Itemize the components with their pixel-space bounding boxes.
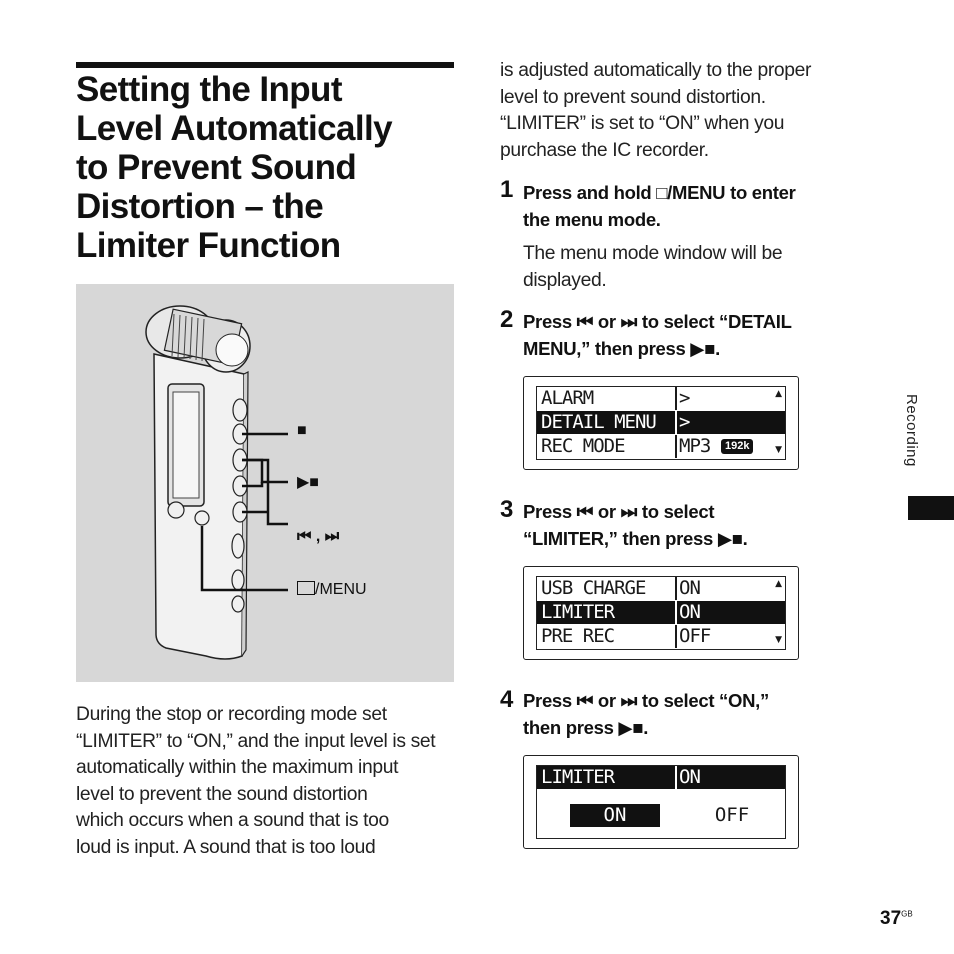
step-instruction: Press and hold □/MENU to enter the menu … [523, 179, 873, 233]
step-instruction: Press ⏮ or ⏭ to select “DETAIL MENU,” th… [523, 308, 873, 362]
step-instruction: Press ⏮ or ⏭ to select “ON,” then press … [523, 687, 873, 741]
lcd-row-selected: DETAIL MENU > [537, 411, 785, 434]
lcd-screen-detail-menu: ALARM > ▲ DETAIL MENU > REC MODE MP3 192… [523, 376, 799, 470]
skip-buttons-callout: ⏮ , ⏭ [297, 528, 340, 545]
lcd-item-value: OFF [679, 625, 711, 647]
lcd-option-off: OFF [687, 804, 777, 827]
page-number-suffix: GB [901, 909, 913, 919]
play-stop-button-callout: ▶■ [297, 474, 319, 491]
step-line: the menu mode. [523, 209, 661, 230]
lcd-header-value: ON [679, 766, 701, 788]
title-line: Setting the Input [76, 70, 342, 109]
step-line: Press and hold □/MENU to enter [523, 182, 796, 203]
step-desc-line: The menu mode window will be [523, 243, 783, 264]
step-number: 1 [500, 176, 514, 203]
lcd-item-value: MP3 [679, 435, 711, 457]
lcd-inner: USB CHARGE ON ▲ LIMITER ON PRE REC OFF ▼ [536, 576, 786, 650]
lcd-separator [675, 435, 677, 458]
stop-button-callout: ■ [297, 422, 307, 439]
step-number: 2 [500, 306, 514, 333]
lcd-row: USB CHARGE ON ▲ [537, 577, 785, 600]
body-line: “LIMITER” to “ON,” and the input level i… [76, 730, 436, 752]
step-line: Press ⏮ or ⏭ to select “DETAIL [523, 311, 792, 332]
lcd-item-value: > [679, 411, 690, 433]
title-line: to Prevent Sound [76, 148, 357, 187]
lcd-header-label: LIMITER [541, 766, 615, 788]
lcd-inner: ALARM > ▲ DETAIL MENU > REC MODE MP3 192… [536, 386, 786, 460]
body-text-left: During the stop or recording mode set “L… [76, 702, 461, 862]
scroll-down-icon: ▼ [775, 445, 782, 455]
step-number: 4 [500, 686, 514, 713]
body-text-right: is adjusted automatically to the proper … [500, 58, 880, 164]
lcd-item-label: DETAIL MENU [541, 411, 657, 433]
lcd-separator [675, 411, 677, 434]
title-line: Level Automatically [76, 109, 393, 148]
lcd-separator [675, 577, 677, 600]
body-line: automatically within the maximum input [76, 757, 399, 779]
page-number: 37GB [880, 908, 913, 930]
title-line: Distortion – the [76, 187, 324, 226]
step-instruction: Press ⏮ or ⏭ to select “LIMITER,” then p… [523, 498, 873, 552]
menu-button-callout: /MENU [297, 581, 367, 599]
lcd-item-label: ALARM [541, 387, 594, 409]
lcd-inner: LIMITER ON ON OFF [536, 765, 786, 839]
step-desc-line: displayed. [523, 270, 607, 291]
scroll-down-icon: ▼ [775, 635, 782, 645]
title-rule [76, 62, 454, 68]
lcd-item-value: > [679, 387, 690, 409]
step-number: 3 [500, 496, 514, 523]
body-line: During the stop or recording mode set [76, 704, 387, 725]
lcd-option-on: ON [570, 804, 660, 827]
scroll-up-icon: ▲ [775, 579, 782, 589]
body-line: is adjusted automatically to the proper [500, 60, 812, 81]
scroll-up-icon: ▲ [775, 389, 782, 399]
ic-recorder-drawing [145, 305, 288, 660]
step-line: MENU,” then press ▶■. [523, 338, 720, 359]
body-line: level to prevent the sound distortion [76, 783, 368, 805]
step-description: The menu mode window will be displayed. [523, 240, 863, 294]
body-line: “LIMITER” is set to “ON” when you [500, 113, 785, 135]
lcd-item-label: PRE REC [541, 625, 615, 647]
lcd-item-value: ON [679, 577, 701, 599]
menu-callout-label: /MENU [315, 581, 367, 598]
folder-icon [297, 581, 315, 595]
lcd-row: REC MODE MP3 192k ▼ [537, 435, 785, 458]
step-line: Press ⏮ or ⏭ to select [523, 501, 715, 522]
lcd-item-label: USB CHARGE [541, 577, 646, 599]
bitrate-badge: 192k [721, 439, 754, 454]
recorder-illustration [76, 284, 454, 682]
lcd-separator [675, 625, 677, 648]
title-line: Limiter Function [76, 226, 341, 265]
lcd-separator [675, 387, 677, 410]
option-off-label: OFF [714, 804, 750, 826]
lcd-separator [675, 766, 677, 789]
lcd-item-value: ON [679, 601, 701, 623]
body-line: purchase the IC recorder. [500, 139, 709, 161]
body-line: loud is input. A sound that is too loud [76, 836, 376, 858]
body-line: level to prevent sound distortion. [500, 86, 766, 108]
step-line: then press ▶■. [523, 717, 649, 738]
lcd-item-label: REC MODE [541, 435, 626, 457]
section-tab-marker [908, 496, 954, 520]
lcd-row: ALARM > ▲ [537, 387, 785, 410]
lcd-separator [675, 601, 677, 624]
lcd-screen-limiter: USB CHARGE ON ▲ LIMITER ON PRE REC OFF ▼ [523, 566, 799, 660]
page-number-value: 37 [880, 908, 902, 929]
page-title: Setting the Input Level Automatically to… [76, 70, 456, 265]
lcd-item-label: LIMITER [541, 601, 615, 623]
section-side-label: Recording [903, 394, 920, 467]
lcd-row-selected: LIMITER ON [537, 601, 785, 624]
body-line: which occurs when a sound that is too [76, 810, 389, 832]
lcd-row: PRE REC OFF ▼ [537, 625, 785, 648]
step-line: Press ⏮ or ⏭ to select “ON,” [523, 690, 769, 711]
step-line: “LIMITER,” then press ▶■. [523, 528, 748, 549]
lcd-header-row: LIMITER ON [537, 766, 785, 789]
option-on-label: ON [603, 804, 627, 826]
lcd-screen-limiter-option: LIMITER ON ON OFF [523, 755, 799, 849]
